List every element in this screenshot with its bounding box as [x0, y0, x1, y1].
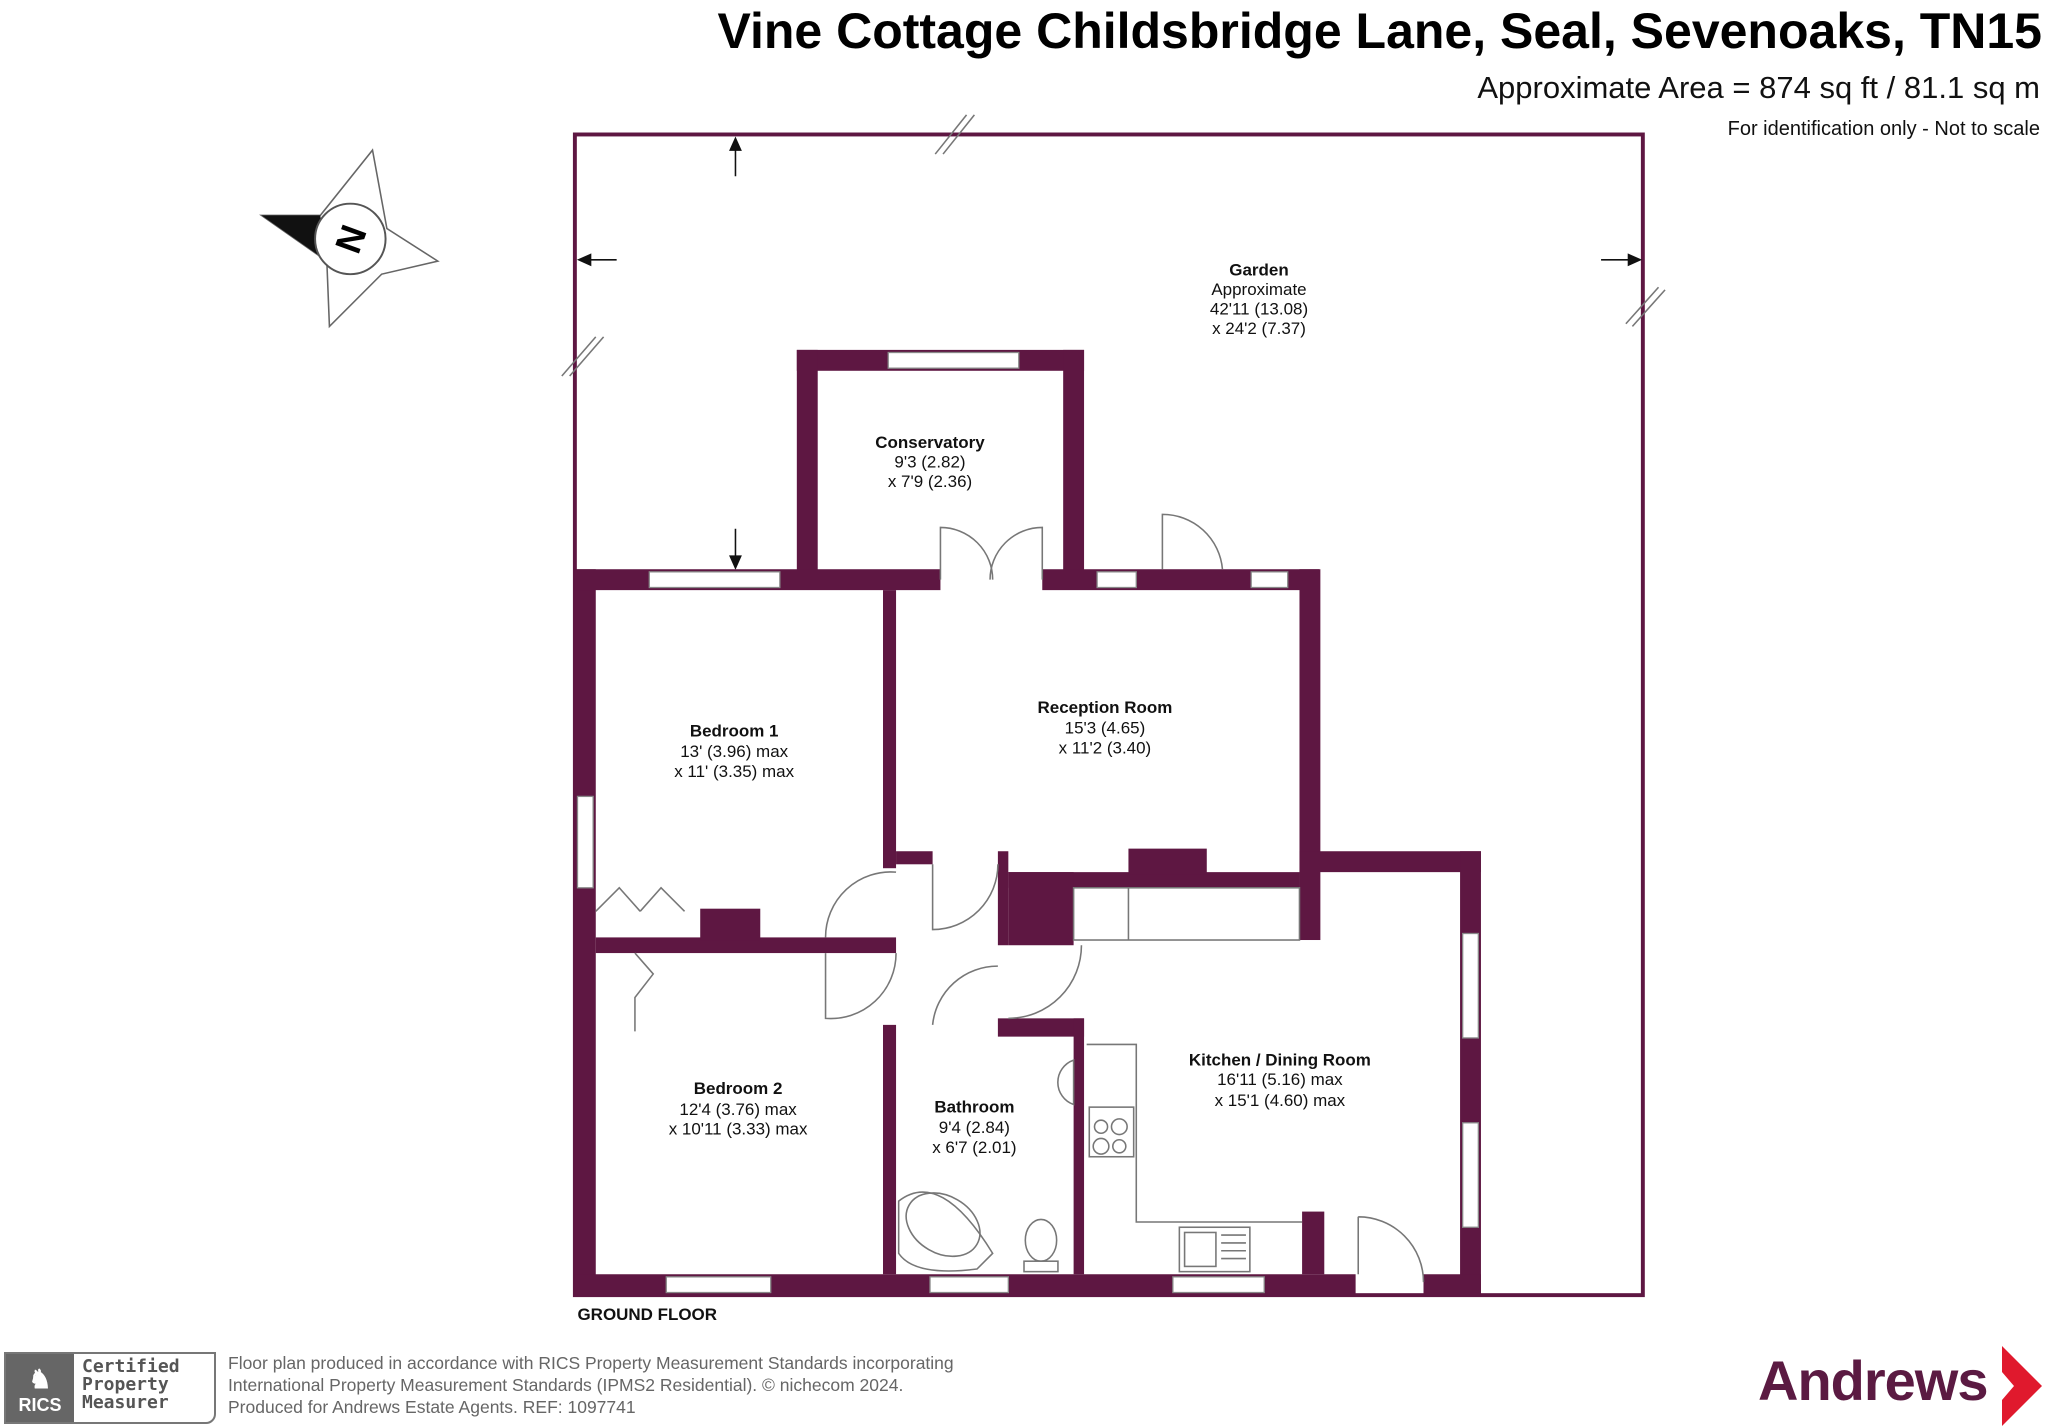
room-conservatory: Conservatory 9'3 (2.82) x 7'9 (2.36) — [875, 433, 985, 491]
break-marks — [561, 114, 1666, 377]
room-garden: Garden Approximate 42'11 (13.08) x 24'2 … — [1210, 260, 1308, 338]
room-dim: 9'3 (2.82) — [894, 452, 965, 471]
scale-note: For identification only - Not to scale — [1727, 118, 2040, 140]
room-bathroom: Bathroom 9'4 (2.84) x 6'7 (2.01) — [932, 1097, 1016, 1156]
room-name: Kitchen / Dining Room — [1189, 1050, 1371, 1069]
room-dim: 9'4 (2.84) — [939, 1118, 1010, 1137]
footer-line: Produced for Andrews Estate Agents. REF:… — [228, 1397, 636, 1417]
room-dim: x 7'9 (2.36) — [888, 472, 972, 491]
floor-label: GROUND FLOOR — [577, 1305, 717, 1324]
room-bedroom-1: Bedroom 1 13' (3.96) max x 11' (3.35) ma… — [674, 721, 794, 780]
footer-line: International Property Measurement Stand… — [228, 1375, 904, 1395]
room-dim: 13' (3.96) max — [680, 742, 788, 761]
room-dim: x 24'2 (7.37) — [1212, 319, 1306, 338]
room-dim: Approximate — [1211, 280, 1306, 299]
dimension-arrows — [576, 136, 1643, 570]
approximate-area: Approximate Area = 874 sq ft / 81.1 sq m — [1477, 70, 2040, 105]
room-name: Bathroom — [934, 1097, 1014, 1116]
room-name: Reception Room — [1038, 698, 1173, 717]
doors — [595, 513, 1425, 1283]
footer-disclaimer: Floor plan produced in accordance with R… — [228, 1352, 954, 1418]
room-dim: 42'11 (13.08) — [1210, 300, 1308, 319]
rics-logo: ♞RICS — [6, 1354, 74, 1422]
compass-icon: N — [259, 148, 440, 329]
fixtures — [897, 887, 1303, 1273]
room-name: Conservatory — [875, 433, 985, 452]
footer-line: Floor plan produced in accordance with R… — [228, 1353, 954, 1373]
room-dim: 12'4 (3.76) max — [679, 1100, 797, 1119]
room-dim: x 15'1 (4.60) max — [1215, 1091, 1346, 1110]
room-bedroom-2: Bedroom 2 12'4 (3.76) max x 10'11 (3.33)… — [669, 1079, 808, 1138]
room-name: Bedroom 1 — [690, 721, 779, 740]
cert-line: Measurer — [82, 1392, 169, 1413]
cert-line: Certified — [82, 1356, 180, 1377]
page-title: Vine Cottage Childsbridge Lane, Seal, Se… — [717, 3, 2043, 59]
room-reception: Reception Room 15'3 (4.65) x 11'2 (3.40) — [1038, 698, 1173, 757]
andrews-logo: Andrews — [1758, 1349, 1988, 1412]
room-name: Garden — [1229, 260, 1288, 279]
rics-label: RICS — [18, 1395, 62, 1415]
room-dim: x 6'7 (2.01) — [932, 1138, 1016, 1157]
rics-certified-badge: ♞RICS Certified Property Measurer — [4, 1352, 216, 1424]
room-dim: 15'3 (4.65) — [1065, 719, 1146, 738]
room-dim: 16'11 (5.16) max — [1217, 1070, 1343, 1089]
room-dim: x 11'2 (3.40) — [1059, 738, 1152, 757]
room-dim: x 10'11 (3.33) max — [669, 1120, 808, 1139]
room-dim: x 11' (3.35) max — [674, 762, 794, 781]
room-name: Bedroom 2 — [694, 1079, 783, 1098]
windows — [576, 351, 1479, 1294]
walls — [574, 349, 1481, 1296]
cert-line: Property — [82, 1374, 169, 1395]
andrews-chevron-icon — [2002, 1346, 2042, 1426]
room-kitchen: Kitchen / Dining Room 16'11 (5.16) max x… — [1189, 1050, 1371, 1109]
